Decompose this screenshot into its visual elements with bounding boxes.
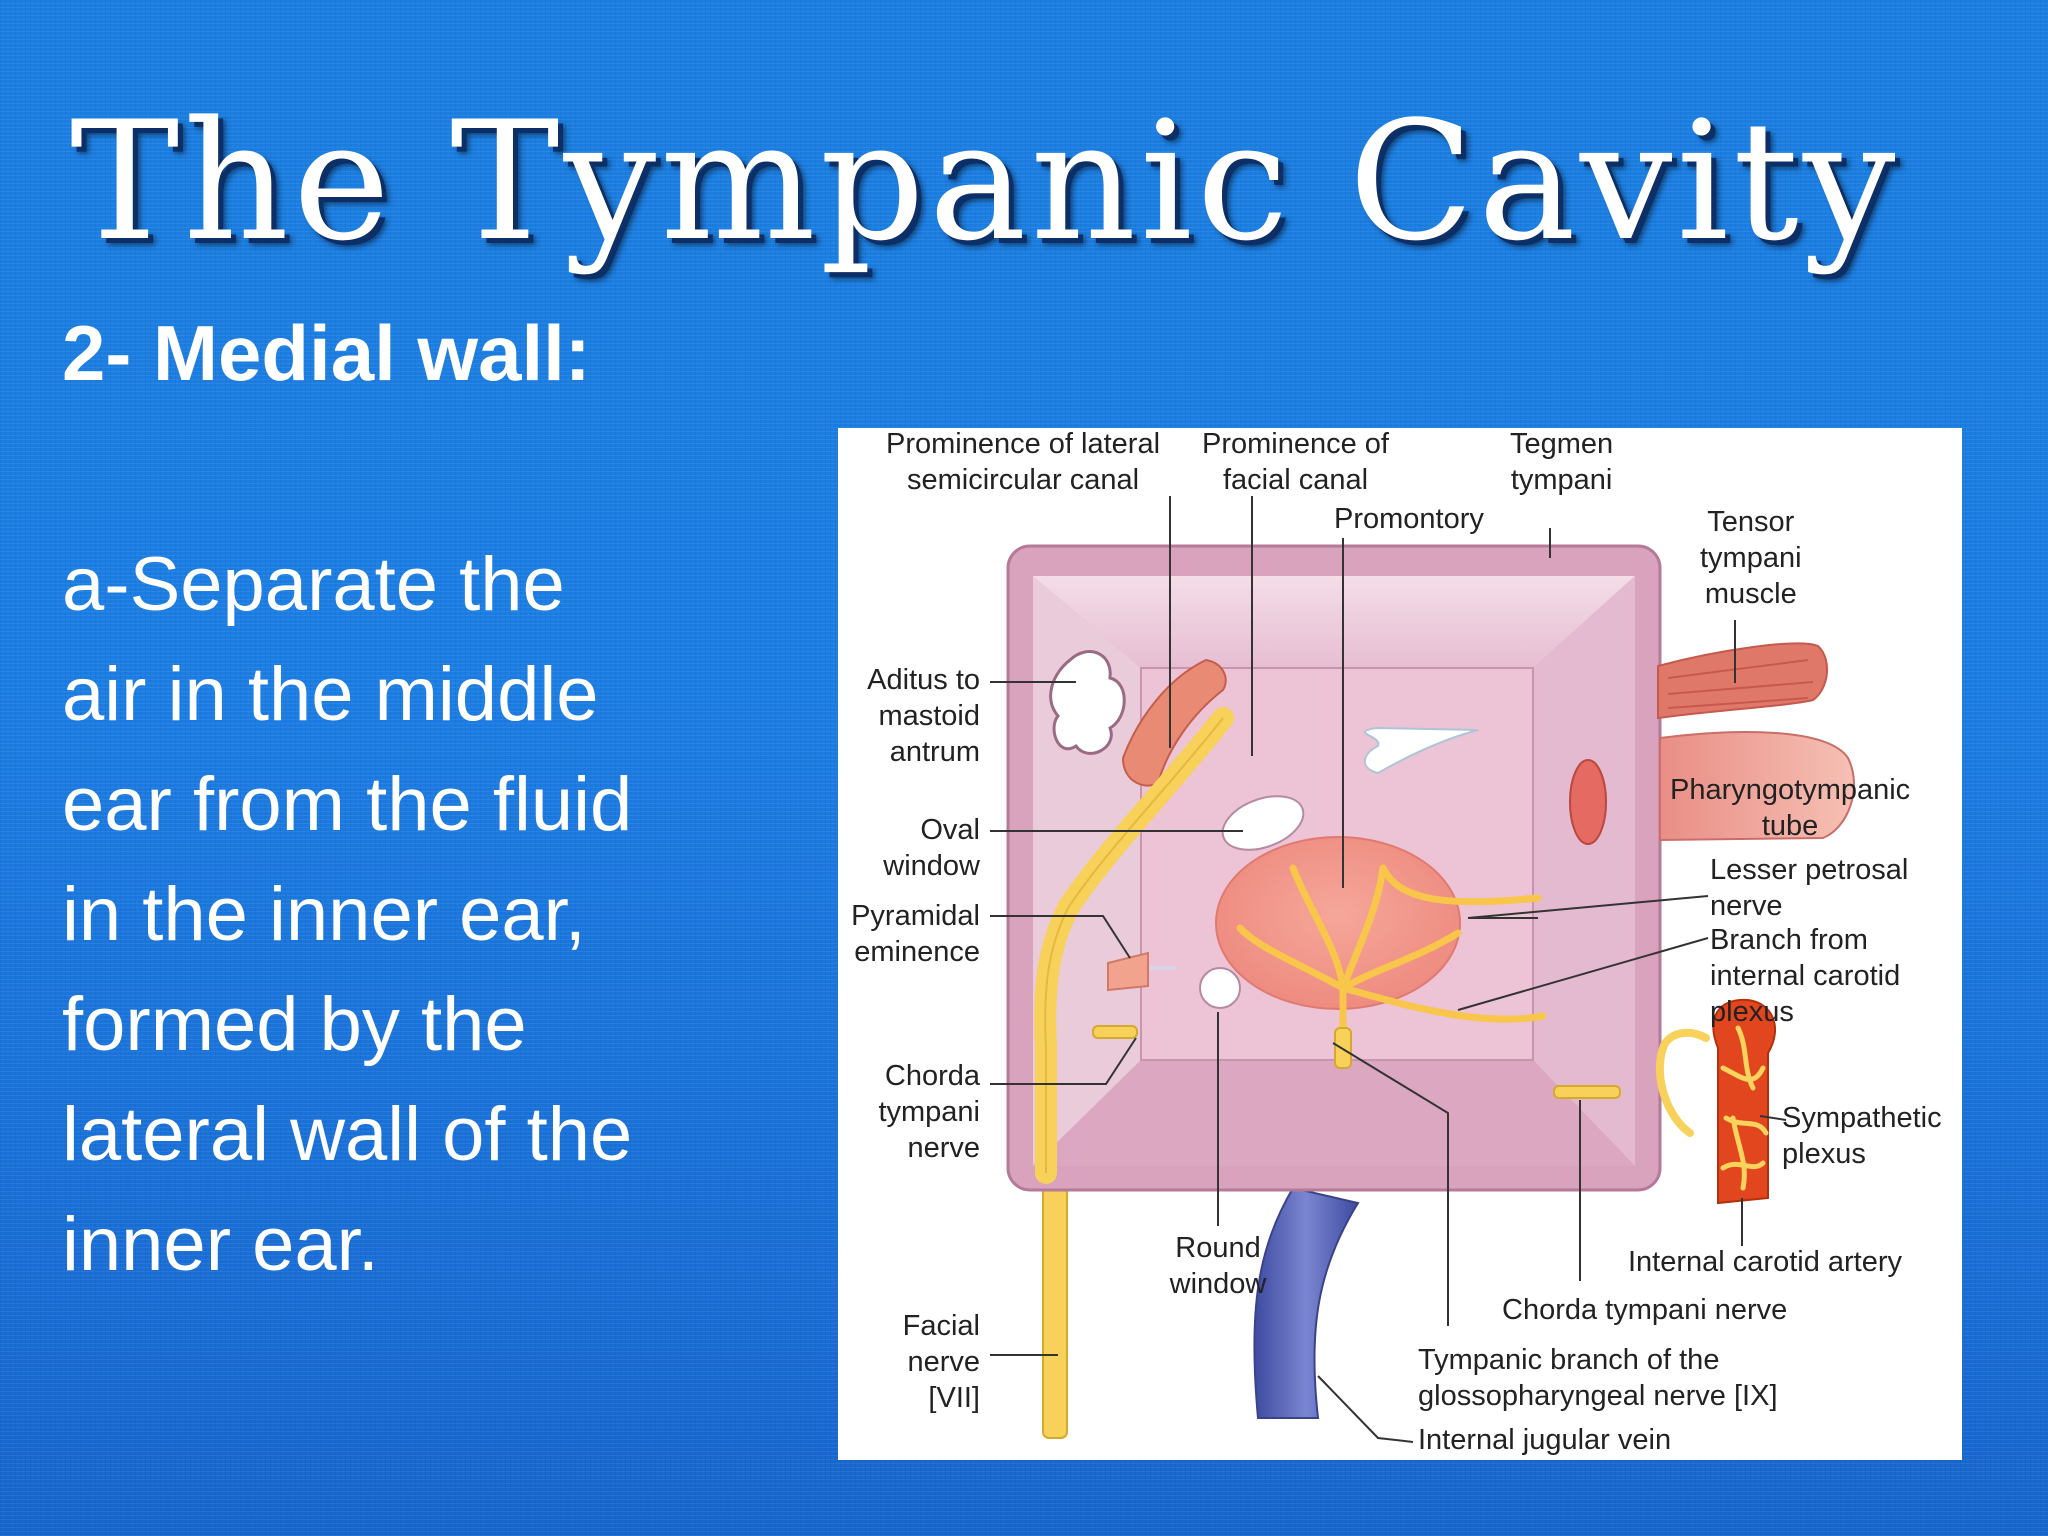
body-line: formed by the [62,982,527,1067]
internal-carotid-shape [1712,998,1777,1205]
label-branch-carotid: Branch from internal carotid plexus [1710,924,1901,1028]
aditus-shape [1049,650,1126,755]
slide-body-text: a-Separate the air in the middle ear fro… [62,530,782,1300]
label-tegmen: Tegmen tympani [1510,428,1614,496]
body-line: inner ear. [62,1202,379,1287]
facial-nerve-shape [1042,1167,1068,1439]
slide-subtitle: 2- Medial wall: [62,309,591,397]
label-oval-window: Oval window [883,814,980,882]
sympathetic-plexus-shape [1720,1025,1769,1191]
pharyngotympanic-tube-shape [1659,731,1855,842]
tympanic-plexus-shape [1236,864,1547,1052]
body-line: a-Separate the [62,542,565,627]
label-tympanic-branch: Tympanic branch of the glossopharyngeal … [1418,1344,1778,1412]
label-lesser-petrosal: Lesser petrosal nerve [1710,854,1909,922]
medial-wall-diagram: Prominence of lateral semicircular canal… [838,428,1962,1460]
tube-opening-shape [1569,759,1607,845]
label-prominence-lateral: Prominence of lateral semicircular canal [886,428,1161,496]
label-prominence-facial: Prominence of facial canal [1202,428,1389,496]
chorda-tympani-exit-shape [1553,1085,1621,1099]
label-sympathetic: Sympathetic plexus [1782,1102,1942,1170]
body-line: lateral wall of the [62,1092,633,1177]
chorda-tympani-shape [1092,1025,1138,1039]
label-tensor: Tensor tympani muscle [1700,506,1802,610]
cochleariform-shape [1363,726,1479,775]
label-aditus: Aditus to mastoid antrum [867,664,980,768]
label-round-window: Round window [1169,1232,1267,1300]
wall-right [1533,576,1635,1166]
label-promontory: Promontory [1334,503,1484,535]
pyramidal-eminence-shape [1107,951,1149,992]
lateral-canal-shape [1121,658,1227,787]
body-line: air in the middle [62,652,599,737]
oval-window-shape [1221,795,1305,851]
round-window-shape [1199,967,1241,1009]
label-chorda-left: Chorda tympani nerve [878,1060,980,1164]
slide-title: The Tympanic Cavity [70,86,1900,277]
leader-lines [990,496,1787,1443]
label-chorda-bottom: Chorda tympani nerve [1502,1294,1788,1326]
label-facial-nerve: Facial nerve [VII] [902,1310,980,1414]
jugular-vein-shape [1253,1186,1360,1419]
wall-bottom [1033,1060,1635,1166]
wall-top [1033,576,1635,668]
label-pharyngotympanic: Pharyngotympanic tube [1670,774,1911,842]
promontory-shape [1215,836,1461,1010]
label-internal-carotid: Internal carotid artery [1628,1246,1903,1278]
body-line: in the inner ear, [62,872,586,957]
body-line: ear from the fluid [62,762,633,847]
diagram-illustration [990,496,1855,1443]
label-pyramidal: Pyramidal eminence [851,900,980,968]
label-jugular: Internal jugular vein [1418,1424,1672,1456]
